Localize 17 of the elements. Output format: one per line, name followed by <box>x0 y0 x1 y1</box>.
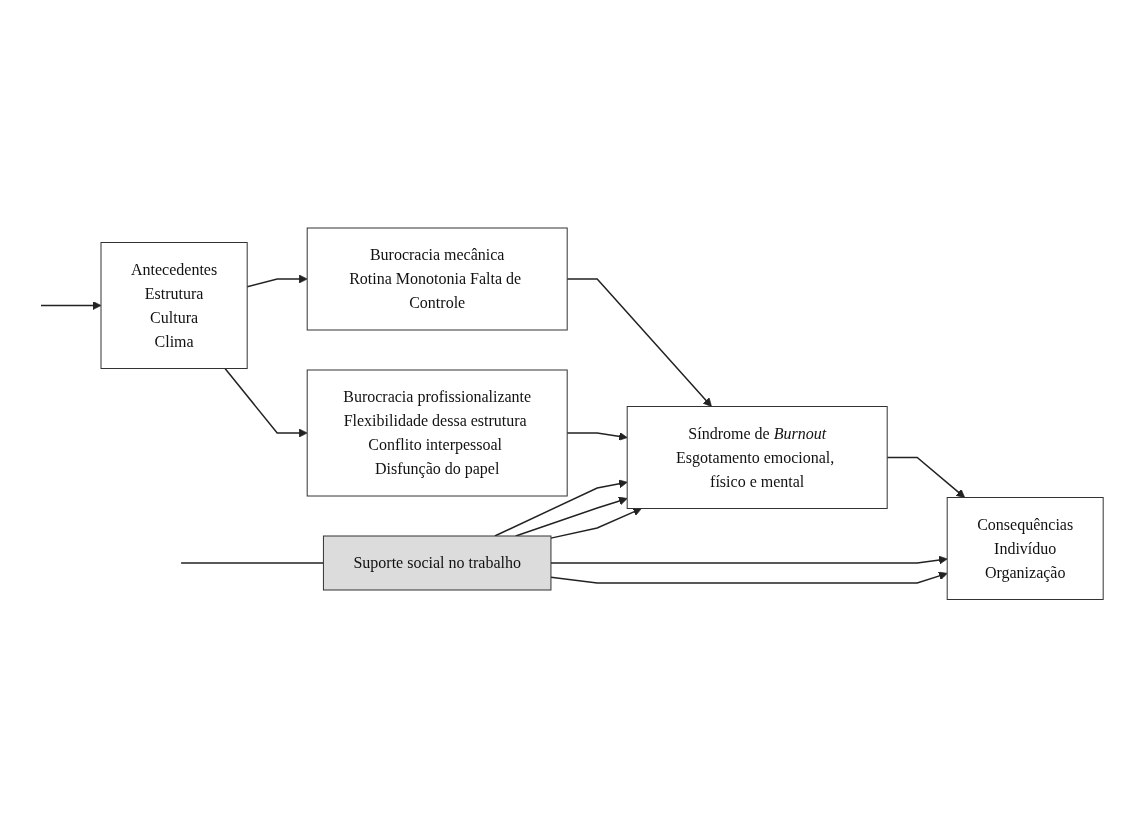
arrow <box>224 368 308 438</box>
arrow <box>493 479 628 537</box>
arrow <box>886 457 965 499</box>
node-box: Burocracia mecânica Rotina Monotonia Falta de Controle <box>306 227 568 331</box>
arrow <box>566 278 712 408</box>
node-box: Suporte social no trabalho <box>322 535 552 591</box>
node-box: Burocracia profissionalizante Flexibilidade dessa estrutura Conflito interpessoal Disfunção do papel <box>306 369 568 497</box>
arrow <box>550 555 948 565</box>
node-box: Antecedentes Estrutura Cultura Clima <box>100 242 248 370</box>
arrow <box>566 432 628 441</box>
node-box: Consequências Indivíduo Organização <box>946 497 1104 601</box>
arrow <box>40 301 102 311</box>
arrow <box>246 274 308 288</box>
node-box: Síndrome de Burnout Esgotamento emocional, físico e mental <box>626 406 888 510</box>
arrow <box>550 571 948 584</box>
connector <box>180 562 325 564</box>
arrow <box>550 507 642 540</box>
